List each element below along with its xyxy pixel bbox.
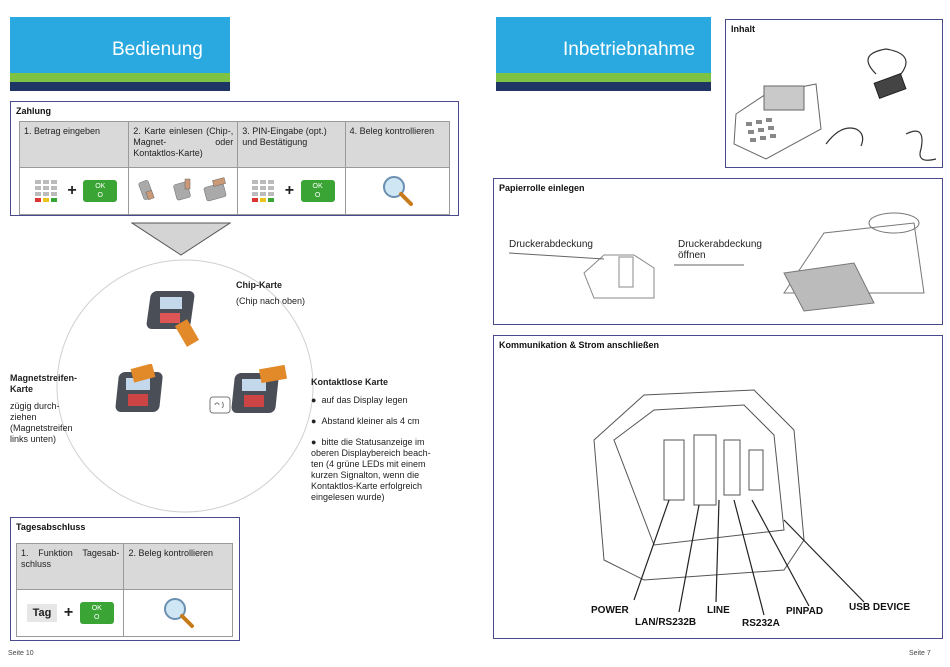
plus-icon: + [67,182,77,199]
contactless-bullet-2: ● Abstand kleiner als 4 cm [311,416,420,426]
cable-sketch [825,127,937,161]
magnifier-icon [383,176,414,206]
tag-key-icon: Tag [26,604,58,622]
plus-icon: + [63,604,74,621]
terminal-contactless-illustration [231,365,288,413]
header-green-band [496,73,711,82]
power-adapter-sketch [867,48,907,99]
contactless-bullet-3: ● bitte die Statusanzeige im oberen Disp… [311,437,431,502]
label-druckerabdeckung: Druckerabdeckung [509,239,593,250]
header-inbetriebnahme: Inbetriebnahme [496,17,711,92]
step-2-label: 2. Karte einlesen (Chip-, Magnet- oder K… [128,121,239,168]
step-4-label: 4. Beleg kontrollieren [344,121,451,168]
card-reading-circle [56,259,314,513]
chip-card-insert-icon [138,180,155,201]
chip-card-title: Chip-Karte [236,280,283,290]
down-arrow-icon [131,222,231,256]
keypad-icon [31,179,61,203]
port-label-usb-device: USB DEVICE [849,602,911,613]
inhalt-title: Inhalt [731,24,755,34]
papierrolle-title: Papierrolle einlegen [499,183,585,193]
contactless-bullet-1: ● auf das Display legen [311,395,408,405]
terminal-magnet-illustration [115,364,163,412]
chip-card-desc: (Chip nach oben) [236,296,306,306]
zahlung-title: Zahlung [16,106,51,116]
papierrolle-section: Papierrolle einlegen Druckerabdeckung Dr… [493,178,943,325]
zahlung-section: Zahlung 1. Betrag eingeben 2. Karte einl… [10,101,459,216]
kommunikation-section: Kommunikation & Strom anschließen POWER … [493,335,943,639]
paper-roll-sketch [783,212,925,312]
plus-icon: + [284,182,295,199]
port-label-power: POWER [591,605,629,616]
header-navy-band [496,82,711,91]
tages-step-1-label: 1. Funktion Tagesab-schluss [15,543,125,590]
kommunikation-title: Kommunikation & Strom anschließen [499,340,660,350]
port-label-lan-rs232b: LAN/RS232B [635,617,697,628]
inhalt-section: Inhalt [725,19,943,168]
terminal-sketch [733,83,822,160]
magnet-card-title: Magnetstreifen-Karte [10,373,78,394]
card-insert-icons [138,177,227,202]
tagesabschluss-section: Tagesabschluss 1. Funktion Tagesab-schlu… [10,517,240,641]
port-label-line: LINE [707,605,730,616]
header-navy-band [10,82,230,91]
zahlung-steps-table: 1. Betrag eingeben 2. Karte einlesen (Ch… [18,121,451,215]
header-bedienung: Bedienung [10,17,230,92]
page-title-inbetriebnahme: Inbetriebnahme [563,39,696,60]
step-4-icons [344,167,451,215]
magnet-card-swipe-icon [173,178,191,201]
contactless-title: Kontaktlose Karte [311,377,389,387]
port-label-pinpad: PINPAD [786,606,824,617]
header-green-band [10,73,230,82]
contactless-card-icon [203,177,227,202]
printer-cover-sketch [583,254,655,299]
keypad-icon [248,179,278,203]
magnifier-icon [164,598,195,628]
contactless-bullet-list: ● auf das Display legen ● Abstand kleine… [311,395,436,503]
port-label-rs232a: RS232A [742,618,780,629]
zahlung-steps-header-row: 1. Betrag eingeben 2. Karte einlesen (Ch… [18,121,451,168]
tages-step-2-label: 2. Beleg kontrollieren [123,543,233,590]
header-blue-band [10,17,230,73]
label-druckerabdeckung-oeffnen: Druckerabdeckung öffnen [678,239,762,261]
step-3-label: 3. PIN-Eingabe (opt.) und Bestätigung [237,121,346,168]
terminal-chip-illustration [146,291,200,347]
connector-illustration [593,389,865,616]
page-title-bedienung: Bedienung [112,39,203,60]
page-number-left: Seite 10 [8,650,34,657]
magnet-card-desc: zügig durch-ziehen (Magnetstreifen links… [10,401,73,444]
package-contents-illustration [733,48,937,161]
header-blue-band [496,17,711,73]
paper-roll-illustration [508,212,925,312]
contactless-signal-icon [209,396,231,414]
step-1-label: 1. Betrag eingeben [18,121,130,168]
tagesabschluss-table: 1. Funktion Tagesab-schluss 2. Beleg kon… [15,543,233,637]
step-2-icons [128,167,239,215]
tagesabschluss-header-row: 1. Funktion Tagesab-schluss 2. Beleg kon… [15,543,233,590]
page-number-right: Seite 7 [909,650,931,657]
tages-step-2-icons [123,589,233,637]
tagesabschluss-title: Tagesabschluss [16,522,86,532]
